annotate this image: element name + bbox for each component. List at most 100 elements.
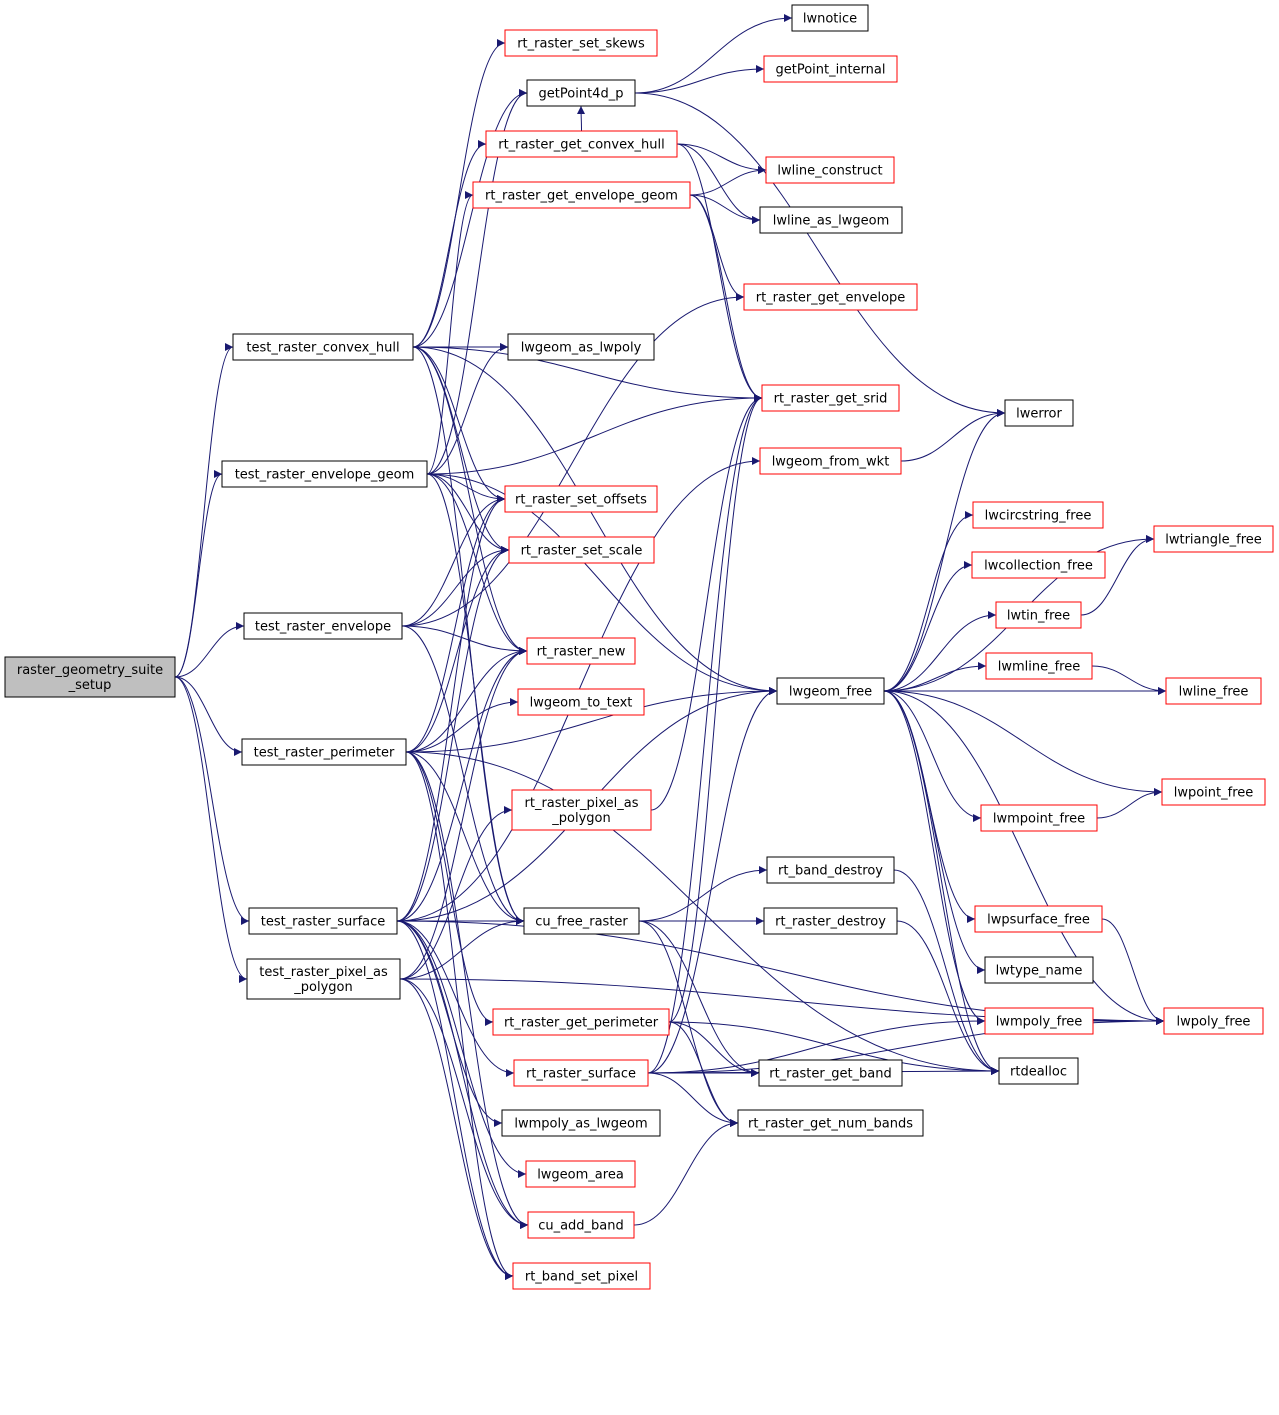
edge-test-raster-surface-to-lwgeom-area [396, 920, 527, 1178]
node-rt-raster-set-scale[interactable]: rt_raster_set_scale [508, 536, 655, 564]
node-lwnotice[interactable]: lwnotice [791, 4, 869, 32]
edge-test-raster-pixel-as-polygon-to-rt-raster-pixel-as-polygon [399, 806, 513, 980]
node-rt-raster-get-num-bands[interactable]: rt_raster_get_num_bands [737, 1109, 924, 1137]
edge-test-raster-envelope-geom-to-getPoint4d-p [426, 89, 528, 475]
node-lwgeom-from-wkt[interactable]: lwgeom_from_wkt [759, 447, 902, 475]
node-lwtin-free[interactable]: lwtin_free [995, 601, 1082, 629]
node-box [501, 1109, 661, 1137]
edge-test-raster-perimeter-to-lwgeom-free [405, 687, 778, 753]
node-label: rtdealloc [1010, 1065, 1067, 1080]
node-rt-raster-set-offsets[interactable]: rt_raster_set_offsets [504, 485, 658, 513]
node-label: _polygon [293, 980, 352, 995]
node-lwcollection-free[interactable]: lwcollection_free [971, 551, 1106, 579]
node-rt-band-destroy[interactable]: rt_band_destroy [766, 856, 895, 884]
node-lwmpoint-free[interactable]: lwmpoint_free [980, 804, 1098, 832]
node-test-raster-envelope[interactable]: test_raster_envelope [243, 612, 403, 640]
edge-lwmline-free-to-lwline-free [1091, 665, 1167, 695]
node-cu-free-raster[interactable]: cu_free_raster [523, 907, 640, 935]
node-box [527, 1211, 635, 1239]
node-lwtype-name[interactable]: lwtype_name [984, 956, 1094, 984]
node-rtdealloc[interactable]: rtdealloc [998, 1057, 1079, 1085]
node-box [985, 652, 1093, 680]
node-label: lwline_construct [777, 164, 882, 179]
edge-lwmpoint-free-to-lwpoint-free [1096, 788, 1163, 819]
node-label: lwcollection_free [984, 559, 1093, 574]
node-label: rt_band_destroy [778, 864, 883, 879]
node-label: test_raster_envelope_geom [235, 468, 415, 483]
node-rt-raster-surface[interactable]: rt_raster_surface [513, 1059, 649, 1087]
node-box [507, 333, 655, 361]
node-box [737, 1109, 924, 1137]
node-label: rt_raster_surface [526, 1067, 636, 1082]
node-label: lwtin_free [1007, 609, 1070, 624]
node-label: lwmpoint_free [993, 812, 1085, 827]
edge-test-raster-convex-hull-to-rt-raster-get-srid [412, 346, 763, 402]
node-test-raster-surface[interactable]: test_raster_surface [248, 907, 398, 935]
node-root[interactable]: raster_geometry_suite_setup [4, 656, 176, 698]
node-label: lwmpoly_as_lwgeom [514, 1117, 647, 1132]
node-lwpoint-free[interactable]: lwpoint_free [1161, 778, 1266, 806]
node-lwmpoly-as-lwgeom[interactable]: lwmpoly_as_lwgeom [501, 1109, 661, 1137]
node-lwline-construct[interactable]: lwline_construct [765, 156, 895, 184]
node-rt-raster-get-envelope-geom[interactable]: rt_raster_get_envelope_geom [472, 181, 691, 209]
node-box [765, 156, 895, 184]
node-lwmpoly-free[interactable]: lwmpoly_free [984, 1007, 1094, 1035]
node-lwgeom-area[interactable]: lwgeom_area [525, 1160, 636, 1188]
node-rt-band-set-pixel[interactable]: rt_band_set_pixel [512, 1262, 651, 1290]
edge-test-raster-pixel-as-polygon-to-cu-add-band [399, 978, 529, 1229]
node-lwgeom-free[interactable]: lwgeom_free [776, 677, 885, 705]
node-lwline-as-lwgeom[interactable]: lwline_as_lwgeom [759, 206, 903, 234]
node-label: rt_raster_set_offsets [515, 493, 647, 508]
node-test-raster-convex-hull[interactable]: test_raster_convex_hull [232, 333, 414, 361]
edge-rt-raster-surface-to-lwgeom-free [647, 687, 778, 1074]
node-lwtriangle-free[interactable]: lwtriangle_free [1153, 525, 1274, 553]
node-box [525, 1160, 636, 1188]
node-test-raster-envelope-geom[interactable]: test_raster_envelope_geom [221, 460, 428, 488]
edge-test-raster-pixel-as-polygon-to-rt-band-set-pixel [399, 978, 514, 1280]
node-box [243, 612, 403, 640]
node-box [221, 460, 428, 488]
node-lwpsurface-free[interactable]: lwpsurface_free [974, 905, 1103, 933]
edge-getPoint4d-p-to-lwnotice [634, 14, 793, 94]
node-rt-raster-destroy[interactable]: rt_raster_destroy [763, 907, 898, 935]
node-getPoint4d-p[interactable]: getPoint4d_p [526, 79, 636, 107]
edge-test-raster-envelope-to-rt-raster-set-scale [401, 546, 510, 627]
node-lwgeom-as-lwpoly[interactable]: lwgeom_as_lwpoly [507, 333, 655, 361]
node-rt-raster-new[interactable]: rt_raster_new [526, 637, 636, 665]
node-box [523, 907, 640, 935]
node-box [504, 29, 658, 57]
node-lwcircstring-free[interactable]: lwcircstring_free [972, 501, 1104, 529]
node-rt-raster-set-skews[interactable]: rt_raster_set_skews [504, 29, 658, 57]
node-box [513, 1059, 649, 1087]
node-box [980, 804, 1098, 832]
node-getPoint-internal[interactable]: getPoint_internal [763, 55, 898, 83]
node-lwpoly-free[interactable]: lwpoly_free [1163, 1007, 1264, 1035]
node-box [504, 485, 658, 513]
edge-root-to-test-raster-envelope [174, 622, 245, 678]
node-rt-raster-get-band[interactable]: rt_raster_get_band [758, 1059, 903, 1087]
node-box [791, 4, 869, 32]
edge-root-to-test-raster-convex-hull [174, 343, 234, 678]
edge-rt-raster-get-envelope-geom-to-rt-raster-get-srid [689, 194, 763, 402]
node-test-raster-perimeter[interactable]: test_raster_perimeter [241, 738, 407, 766]
node-rt-raster-get-perimeter[interactable]: rt_raster_get_perimeter [492, 1008, 670, 1036]
node-lwline-free[interactable]: lwline_free [1165, 677, 1262, 705]
node-rt-raster-get-envelope[interactable]: rt_raster_get_envelope [743, 283, 918, 311]
edge-rt-raster-get-envelope-geom-to-rt-raster-get-envelope [689, 194, 745, 301]
node-rt-raster-pixel-as-polygon[interactable]: rt_raster_pixel_as_polygon [511, 789, 652, 831]
node-box [4, 656, 176, 698]
node-box [1163, 1007, 1264, 1035]
node-lwmline-free[interactable]: lwmline_free [985, 652, 1093, 680]
node-box [763, 55, 898, 83]
node-box [743, 283, 918, 311]
node-test-raster-pixel-as-polygon[interactable]: test_raster_pixel_as_polygon [246, 958, 401, 1000]
node-lwerror[interactable]: lwerror [1004, 399, 1074, 427]
node-rt-raster-get-srid[interactable]: rt_raster_get_srid [761, 384, 900, 412]
node-lwgeom-to-text[interactable]: lwgeom_to_text [517, 688, 645, 716]
nodes-layer: raster_geometry_suite_setup test_raster_c… [4, 4, 1274, 1290]
edge-rt-raster-surface-to-rt-raster-get-srid [647, 394, 763, 1074]
node-cu-add-band[interactable]: cu_add_band [527, 1211, 635, 1239]
node-rt-raster-get-convex-hull[interactable]: rt_raster_get_convex_hull [485, 130, 678, 158]
edge-rt-raster-get-convex-hull-to-lwline-as-lwgeom [676, 143, 761, 224]
edge-test-raster-perimeter-to-lwgeom-to-text [405, 698, 519, 753]
